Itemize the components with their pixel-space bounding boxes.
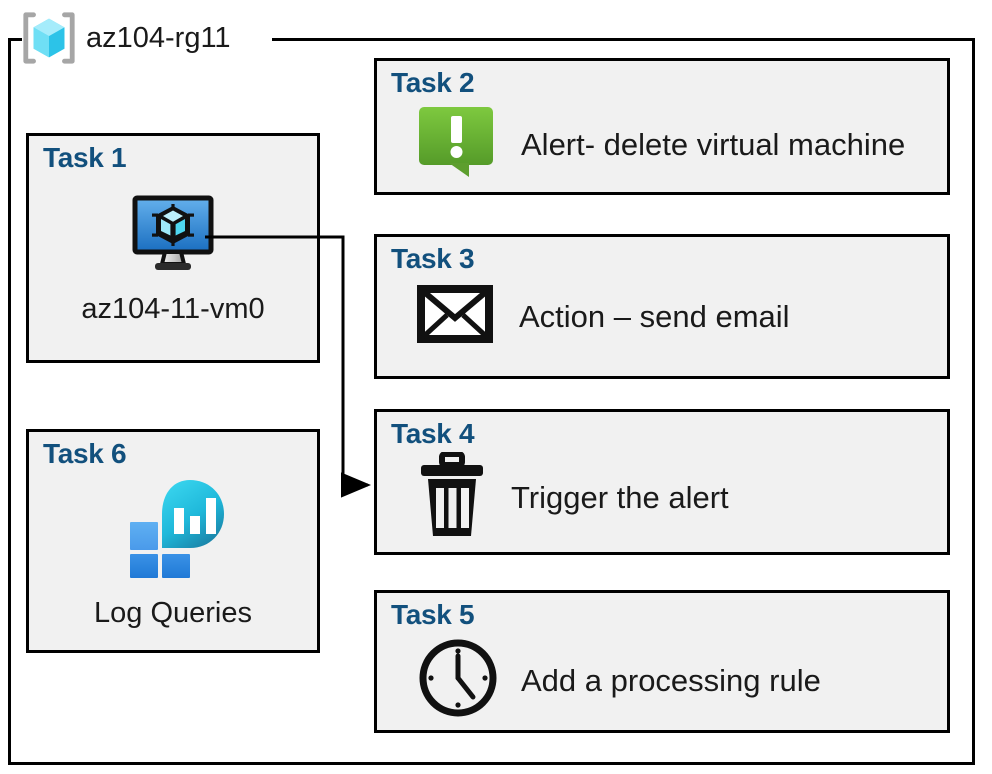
clock-icon [417, 637, 499, 724]
task-3-title: Task 3 [391, 243, 475, 274]
task-2-content: Alert- delete virtual machine [417, 105, 905, 184]
log-analytics-icon [118, 478, 228, 583]
resource-group-frame-top-left [8, 38, 22, 41]
task-5-content: Add a processing rule [417, 637, 821, 724]
task-6-title: Task 6 [43, 438, 127, 469]
panel-task-2[interactable]: Task 2 Alert- delete virtual machin [374, 58, 950, 195]
resource-group-label: az104-rg11 [86, 21, 231, 54]
panel-task-5[interactable]: Task 5 Add a processing rule [374, 590, 950, 733]
panel-task-4[interactable]: Task 4 Trigger the alert [374, 409, 950, 555]
task-5-title: Task 5 [391, 599, 475, 630]
panel-task-6[interactable]: Task 6 [26, 429, 320, 653]
panel-task-1[interactable]: Task 1 [26, 133, 320, 363]
task-6-label: Log Queries [94, 597, 252, 629]
resource-group-frame-right [972, 38, 975, 765]
virtual-machine-icon [125, 194, 221, 279]
envelope-icon [417, 285, 493, 348]
task-5-label: Add a processing rule [521, 662, 821, 698]
task-4-label: Trigger the alert [511, 479, 729, 515]
resource-group-frame-top-right [272, 38, 972, 41]
panel-task-3[interactable]: Task 3 Action – send email [374, 234, 950, 379]
task-1-label: az104-11-vm0 [81, 293, 265, 325]
resource-group-frame-left [8, 38, 11, 765]
azure-resource-group-icon [20, 9, 78, 67]
task-2-label: Alert- delete virtual machine [521, 126, 906, 162]
task-4-content: Trigger the alert [417, 451, 729, 543]
task-1-title: Task 1 [43, 142, 127, 173]
resource-group-header: az104-rg11 [20, 6, 231, 70]
task-2-title: Task 2 [391, 67, 475, 98]
task-3-label: Action – send email [519, 298, 790, 334]
trash-can-icon [417, 451, 487, 543]
alert-exclamation-icon [417, 105, 495, 184]
task-4-title: Task 4 [391, 418, 475, 449]
task-3-content: Action – send email [417, 285, 790, 348]
resource-group-frame-bottom [8, 762, 975, 765]
